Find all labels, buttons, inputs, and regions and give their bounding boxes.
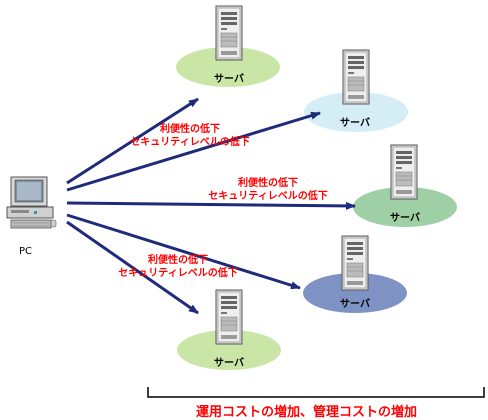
arrow-to-server-3	[66, 201, 356, 210]
annotation-1-line1: 利便性の低下	[160, 124, 220, 135]
annotation-3: 利便性の低下 セキュリティレベルの低下	[118, 254, 237, 280]
server-5-label: サーバ	[214, 358, 244, 369]
server-3-icon	[390, 144, 418, 200]
server-3-label: サーバ	[390, 213, 420, 224]
server-2-label: サーバ	[340, 118, 370, 129]
summary-text: 運用コストの増加、管理コストの増加	[196, 405, 418, 420]
annotation-1-line2: セキュリティレベルの低下	[130, 137, 250, 148]
server-2-icon	[342, 49, 370, 105]
summary-bracket	[147, 387, 485, 398]
server-5-icon	[215, 289, 243, 345]
server-3-base	[353, 187, 457, 227]
annotation-2-line1: 利便性の低下	[238, 178, 298, 189]
arrow-to-server-4	[66, 213, 301, 290]
server-1-label: サーバ	[214, 74, 244, 85]
pc-icon	[6, 176, 57, 229]
server-1-icon	[215, 5, 243, 61]
arrow-to-server-1	[66, 97, 199, 185]
server-2-base	[304, 92, 408, 132]
annotation-2: 利便性の低下 セキュリティレベルの低下	[208, 177, 327, 203]
server-4-icon	[341, 235, 369, 291]
annotation-3-line1: 利便性の低下	[148, 255, 208, 266]
server-4-base	[303, 273, 407, 313]
arrow-to-server-5	[66, 220, 199, 315]
server-4-label: サーバ	[340, 299, 370, 310]
arrow-to-server-2	[66, 111, 321, 192]
server-5-base	[177, 330, 281, 370]
pc-label: PC	[19, 246, 33, 257]
annotation-3-line2: セキュリティレベルの低下	[118, 268, 238, 279]
server-1-base	[176, 47, 280, 87]
annotation-2-line2: セキュリティレベルの低下	[208, 191, 328, 202]
annotation-1: 利便性の低下 セキュリティレベルの低下	[130, 123, 249, 149]
